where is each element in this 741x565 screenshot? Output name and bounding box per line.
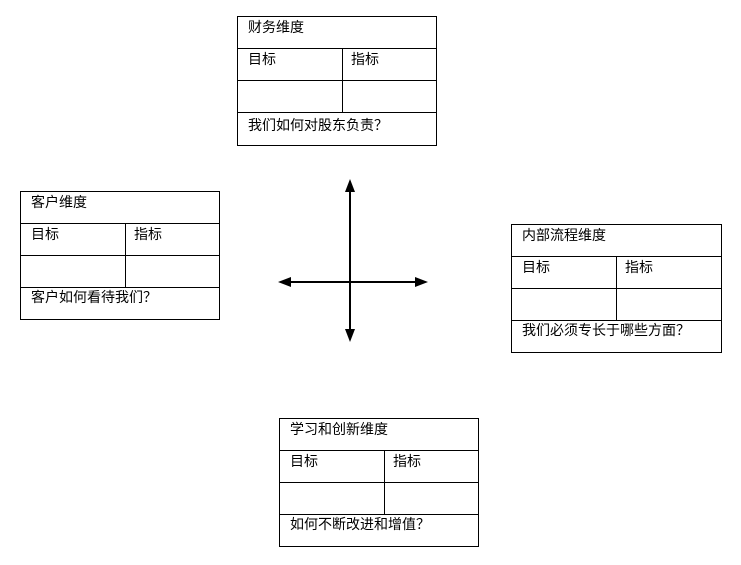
learning-question-row: 如何不断改进和增值？ xyxy=(280,515,478,546)
customer-header-row: 目标 指标 xyxy=(21,224,219,256)
financial-question: 我们如何对股东负责？ xyxy=(248,118,388,134)
customer-goal-value xyxy=(21,256,126,287)
learning-title-row: 学习和创新维度 xyxy=(280,419,478,451)
financial-title: 财务维度 xyxy=(248,20,304,36)
internal-indicator-cell: 指标 xyxy=(615,257,721,288)
customer-dimension-box: 客户维度 目标 指标 客户如何看待我们？ xyxy=(20,191,220,320)
financial-empty-row xyxy=(238,81,436,113)
internal-title: 内部流程维度 xyxy=(522,228,606,244)
customer-question-row: 客户如何看待我们？ xyxy=(21,288,219,319)
internal-process-dimension-box: 内部流程维度 目标 指标 我们必须专长于哪些方面？ xyxy=(511,224,722,353)
customer-title: 客户维度 xyxy=(31,195,87,211)
financial-title-row: 财务维度 xyxy=(238,17,436,49)
customer-title-row: 客户维度 xyxy=(21,192,219,224)
internal-question: 我们必须专长于哪些方面？ xyxy=(522,323,690,339)
financial-goal-label: 目标 xyxy=(248,52,276,68)
internal-goal-label: 目标 xyxy=(522,260,550,276)
customer-empty-row xyxy=(21,256,219,288)
learning-header-row: 目标 指标 xyxy=(280,451,478,483)
internal-indicator-label: 指标 xyxy=(625,260,653,276)
financial-dimension-box: 财务维度 目标 指标 我们如何对股东负责？ xyxy=(237,16,437,146)
internal-goal-value xyxy=(512,289,617,320)
learning-indicator-cell: 指标 xyxy=(383,451,478,482)
financial-question-row: 我们如何对股东负责？ xyxy=(238,113,436,145)
customer-goal-cell: 目标 xyxy=(21,224,126,255)
financial-indicator-label: 指标 xyxy=(351,52,379,68)
customer-question: 客户如何看待我们？ xyxy=(31,290,157,306)
customer-goal-label: 目标 xyxy=(31,227,59,243)
internal-goal-cell: 目标 xyxy=(512,257,617,288)
financial-goal-value xyxy=(238,81,343,112)
learning-indicator-label: 指标 xyxy=(393,454,421,470)
learning-goal-value xyxy=(280,483,385,514)
learning-empty-row xyxy=(280,483,478,515)
internal-title-row: 内部流程维度 xyxy=(512,225,721,257)
financial-indicator-cell: 指标 xyxy=(341,49,436,80)
arrow-up-icon xyxy=(345,179,355,192)
learning-goal-label: 目标 xyxy=(290,454,318,470)
internal-header-row: 目标 指标 xyxy=(512,257,721,289)
customer-indicator-cell: 指标 xyxy=(124,224,219,255)
financial-goal-cell: 目标 xyxy=(238,49,343,80)
arrow-down-icon xyxy=(345,329,355,342)
learning-title: 学习和创新维度 xyxy=(290,422,388,438)
learning-goal-cell: 目标 xyxy=(280,451,385,482)
customer-indicator-label: 指标 xyxy=(134,227,162,243)
learning-question: 如何不断改进和增值？ xyxy=(290,517,430,533)
arrow-right-icon xyxy=(415,277,428,287)
financial-header-row: 目标 指标 xyxy=(238,49,436,81)
learning-innovation-dimension-box: 学习和创新维度 目标 指标 如何不断改进和增值？ xyxy=(279,418,479,547)
internal-question-row: 我们必须专长于哪些方面？ xyxy=(512,321,721,352)
internal-empty-row xyxy=(512,289,721,321)
arrow-left-icon xyxy=(278,277,291,287)
